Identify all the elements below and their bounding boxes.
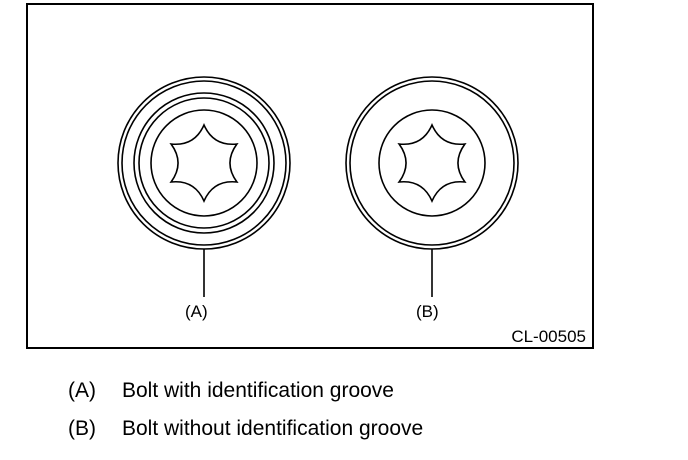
bolt-a-identification-groove-inner [138,97,270,229]
bolt-a-torx-socket [169,123,239,203]
bolt-a-outer-rim [117,76,291,250]
bolt-a-head [117,76,291,297]
legend-key: (B) [68,417,96,440]
callout-b-label: (B) [416,302,439,321]
legend-item-b: (B) Bolt without identification groove [68,416,423,454]
figure-code: CL-00505 [511,327,586,346]
figure-frame: (A) (B) CL-00505 [26,3,594,349]
callout-a-label: (A) [185,302,208,321]
legend-item-a: (A) Bolt with identification groove [68,378,423,416]
bolt-b-outer-rim [345,76,519,250]
bolt-a-socket-rim [150,109,258,217]
bolt-b-outer-rim-inner [349,80,515,246]
bolt-head-illustration [117,76,519,297]
legend-text: Bolt with identification groove [122,379,394,402]
bolt-b-socket-rim [378,109,486,217]
bolt-b-torx-socket [397,123,467,203]
legend: (A) Bolt with identification groove (B) … [68,378,423,454]
bolt-b-head [345,76,519,297]
legend-key: (A) [68,379,96,402]
legend-text: Bolt without identification groove [122,417,424,440]
bolt-a-outer-rim-inner [121,80,287,246]
bolt-a-identification-groove-outer [133,92,275,234]
